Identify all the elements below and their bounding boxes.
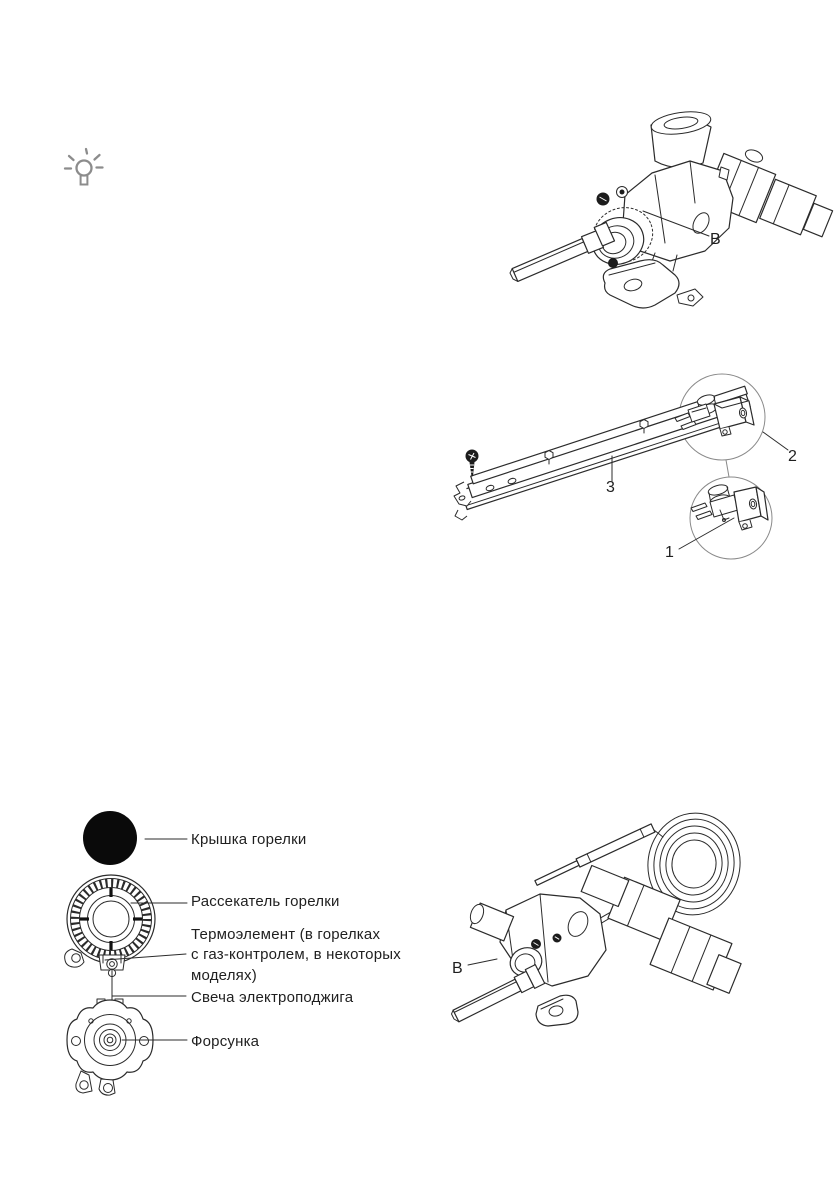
label-thermoelement-line3: моделях) xyxy=(191,967,257,984)
lightbulb-tip-icon xyxy=(63,147,104,186)
callout-3: 3 xyxy=(606,479,615,496)
label-burner-spreader: Рассекатель горелки xyxy=(191,893,340,910)
burner-spreader-shape xyxy=(66,874,156,964)
callout-b-top: B xyxy=(710,231,721,248)
thermostat-tap-drawing xyxy=(451,812,742,1027)
callout-2: 2 xyxy=(788,448,797,465)
label-nozzle: Форсунка xyxy=(191,1033,260,1050)
callout-b-bottom: B xyxy=(452,960,463,977)
label-thermoelement-line1: Термоэлемент (в горелках xyxy=(191,926,381,943)
burner-exploded-figure xyxy=(55,803,425,1098)
thermostat-tap-figure xyxy=(448,802,748,1042)
gas-tap-figure xyxy=(505,103,837,315)
burner-cap-shape xyxy=(83,811,137,865)
oven-burner-figure xyxy=(448,360,818,575)
detail-circle-1 xyxy=(689,476,773,560)
label-thermoelement-line2: с газ-контролем, в некоторых xyxy=(191,946,401,963)
burner-base-shape xyxy=(66,998,154,1096)
label-igniter: Свеча электроподжига xyxy=(191,989,354,1006)
oven-burner-assembly-drawing xyxy=(453,373,789,560)
callout-1: 1 xyxy=(665,544,674,561)
thermostat-probe-shape xyxy=(534,823,656,886)
nozzle-shape xyxy=(103,1033,117,1047)
gas-tap-drawing xyxy=(509,111,834,309)
burner-exploded-drawing xyxy=(64,811,188,1096)
label-burner-cap: Крышка горелки xyxy=(191,831,307,848)
capillary-coil-shape xyxy=(647,812,741,916)
